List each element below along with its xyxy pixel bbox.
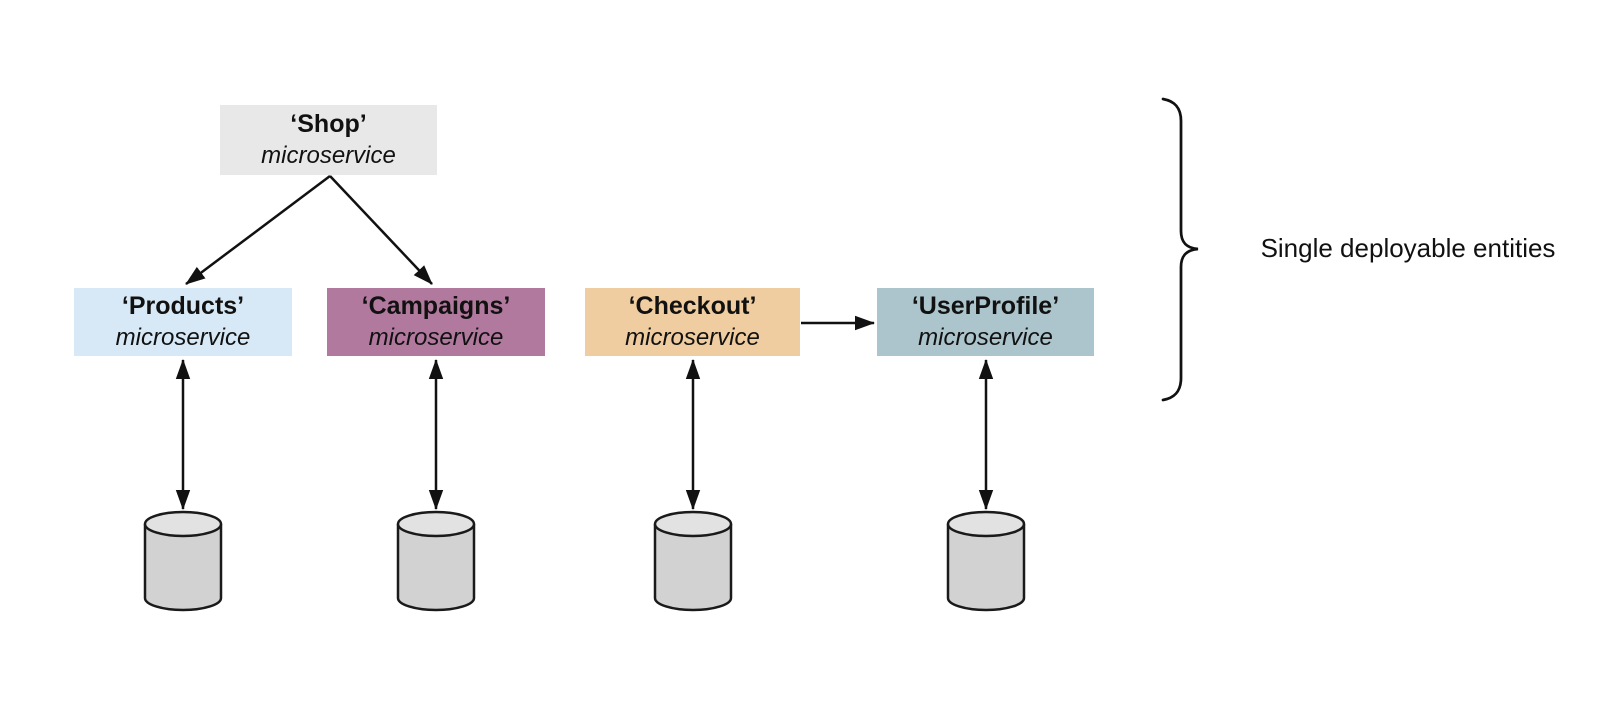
node-checkout-microservice: ‘Checkout’ microservice (585, 288, 800, 356)
node-campaigns-subtitle: microservice (368, 324, 504, 351)
node-shop-subtitle: microservice (261, 142, 396, 169)
node-products-title: ‘Products’ (121, 292, 245, 320)
checkout-database-cylinder-icon (653, 510, 733, 612)
node-userprofile-subtitle: microservice (918, 324, 1053, 351)
curly-brace-icon (1161, 97, 1199, 402)
node-shop-title: ‘Shop’ (290, 110, 367, 138)
node-campaigns-microservice: ‘Campaigns’ microservice (327, 288, 545, 356)
node-products-microservice: ‘Products’ microservice (74, 288, 292, 356)
edge-shop-to-campaigns-arrow (329, 175, 433, 285)
node-userprofile-microservice: ‘UserProfile’ microservice (877, 288, 1094, 356)
node-campaigns-title: ‘Campaigns’ (361, 292, 511, 320)
annotation-single-deployable-entities: Single deployable entities (1260, 233, 1556, 263)
campaigns-database-cylinder-icon (396, 510, 476, 612)
node-checkout-subtitle: microservice (625, 324, 760, 351)
node-userprofile-title: ‘UserProfile’ (911, 292, 1060, 320)
userprofile-database-cylinder-icon (946, 510, 1026, 612)
node-shop-microservice: ‘Shop’ microservice (220, 105, 437, 175)
node-checkout-title: ‘Checkout’ (628, 292, 757, 320)
edge-shop-to-products-arrow (185, 175, 331, 285)
node-products-subtitle: microservice (115, 324, 251, 351)
products-database-cylinder-icon (143, 510, 223, 612)
